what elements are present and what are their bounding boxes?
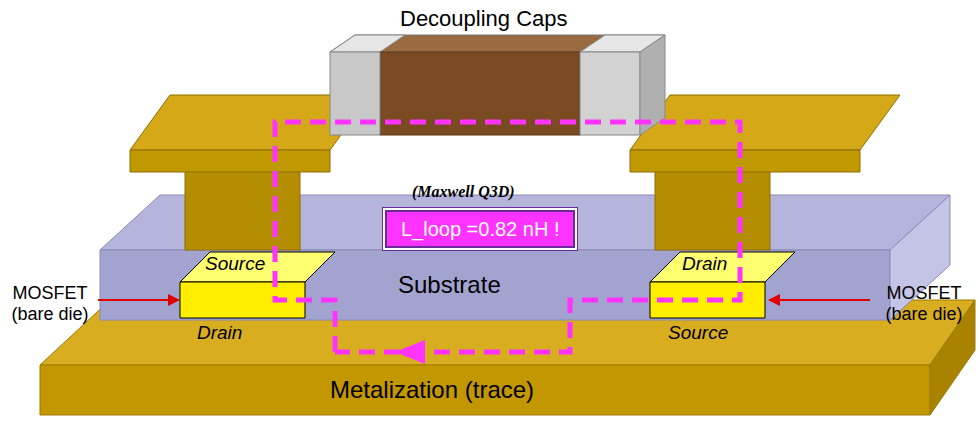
part-label: MOSFET (bare die) bbox=[872, 283, 976, 324]
text-label: Source bbox=[668, 322, 728, 344]
result-box: L_loop =0.82 nH ! bbox=[385, 210, 575, 248]
part-label: MOSFET (bare die) bbox=[4, 283, 96, 324]
text-label: Substrate bbox=[398, 271, 501, 299]
text-label: Metalization (trace) bbox=[330, 376, 534, 404]
text-label: (Maxwell Q3D) bbox=[412, 183, 515, 201]
text-label: Decoupling Caps bbox=[400, 6, 568, 31]
text-label: Drain bbox=[682, 253, 727, 275]
text-label: Source bbox=[205, 253, 265, 275]
text-label: Drain bbox=[197, 322, 242, 344]
result-text: L_loop =0.82 nH ! bbox=[401, 217, 559, 241]
